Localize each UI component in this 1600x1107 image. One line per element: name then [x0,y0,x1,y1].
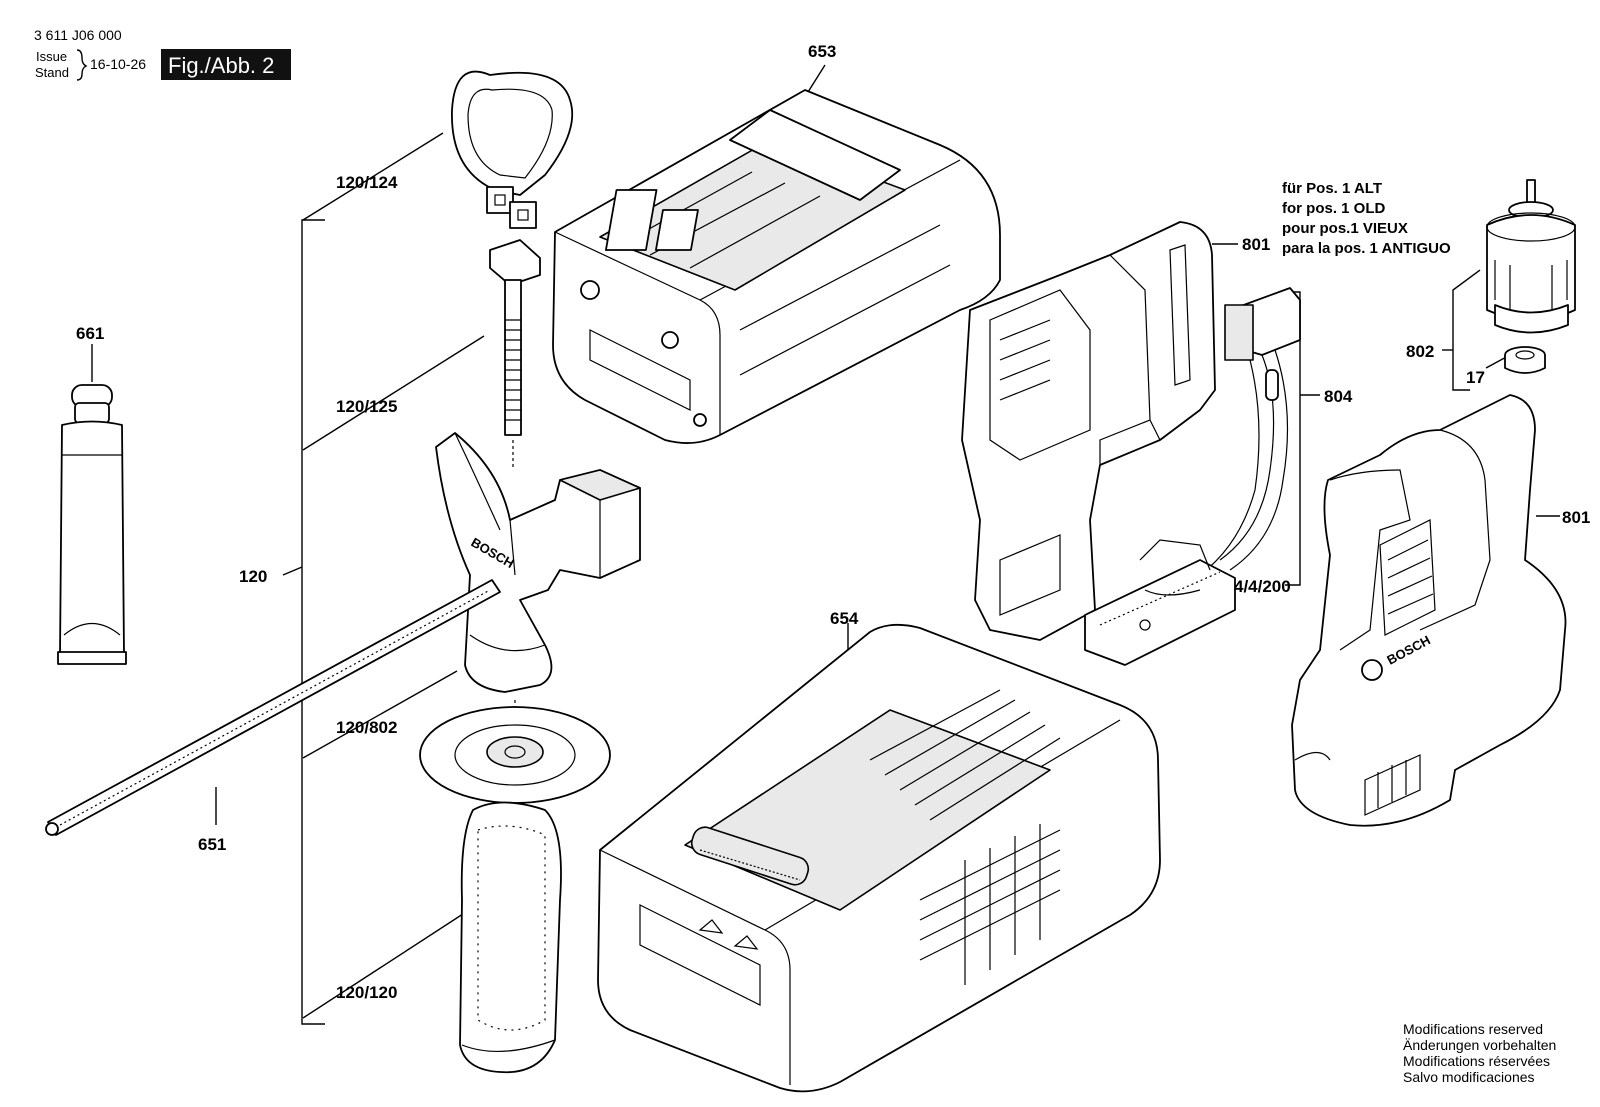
callout-120: 120 [239,567,267,586]
callout-120-120: 120/120 [336,983,397,1002]
callout-120-124: 120/124 [336,173,398,192]
note-line-4: para la pos. 1 ANTIGUO [1282,240,1451,257]
callout-labels: 653 661 120/124 120/125 120 120/802 651 … [76,42,1590,1002]
callout-661: 661 [76,324,104,343]
note-line-2: for pos. 1 OLD [1282,200,1386,217]
motor-802 [1442,179,1576,391]
callout-801: 801 [1562,508,1590,527]
issue-label: Issue [36,49,67,64]
switch-wiring-804 [1084,287,1320,666]
date-text: 16-10-26 [90,56,146,72]
callout-651: 651 [198,835,226,854]
figure-tag-box [161,49,291,80]
stand-label: Stand [35,65,69,80]
old-position-note: für Pos. 1 ALT for pos. 1 OLD pour pos.1… [1282,180,1451,257]
footer-line-3: Modifications réservées [1403,1053,1550,1069]
note-line-3: pour pos.1 VIEUX [1282,220,1408,237]
callout-801-old: 801 [1242,235,1270,254]
auxiliary-handle-120-120 [419,700,611,1074]
callout-802: 802 [1406,342,1434,361]
charger-654 [597,623,1161,1093]
note-line-1: für Pos. 1 ALT [1282,180,1382,197]
clamp-band-120-124 [451,70,574,229]
callout-120-125: 120/125 [336,397,397,416]
callout-654: 654 [830,609,859,628]
figure-tag: Fig./Abb. 2 [168,53,274,78]
document-header: 3 611 J06 000 Issue Stand 16-10-26 Fig./… [34,27,291,81]
handle-holder-120-802: BOSCH [435,432,641,693]
callout-653: 653 [808,42,836,61]
callout-120-802: 120/802 [336,718,397,737]
callout-4-4-200: 4/4/200 [1234,577,1291,596]
screw-120-125 [489,239,541,470]
footer-line-4: Salvo modificaciones [1403,1069,1535,1085]
modifications-footer: Modifications reserved Änderungen vorbeh… [1403,1021,1556,1085]
bracket-120 [282,132,485,1025]
footer-line-1: Modifications reserved [1403,1021,1543,1037]
housing-half-801: BOSCH [1291,394,1567,827]
callout-17: 17 [1466,368,1485,387]
footer-line-2: Änderungen vorbehalten [1403,1037,1556,1053]
callout-804: 804 [1324,387,1353,406]
housing-half-801-old [961,221,1238,641]
doc-number: 3 611 J06 000 [34,27,122,43]
grease-tube-661 [57,344,127,665]
depth-rod-651 [45,579,501,836]
brace-icon [76,49,88,81]
battery-pack-653 [552,64,1001,444]
